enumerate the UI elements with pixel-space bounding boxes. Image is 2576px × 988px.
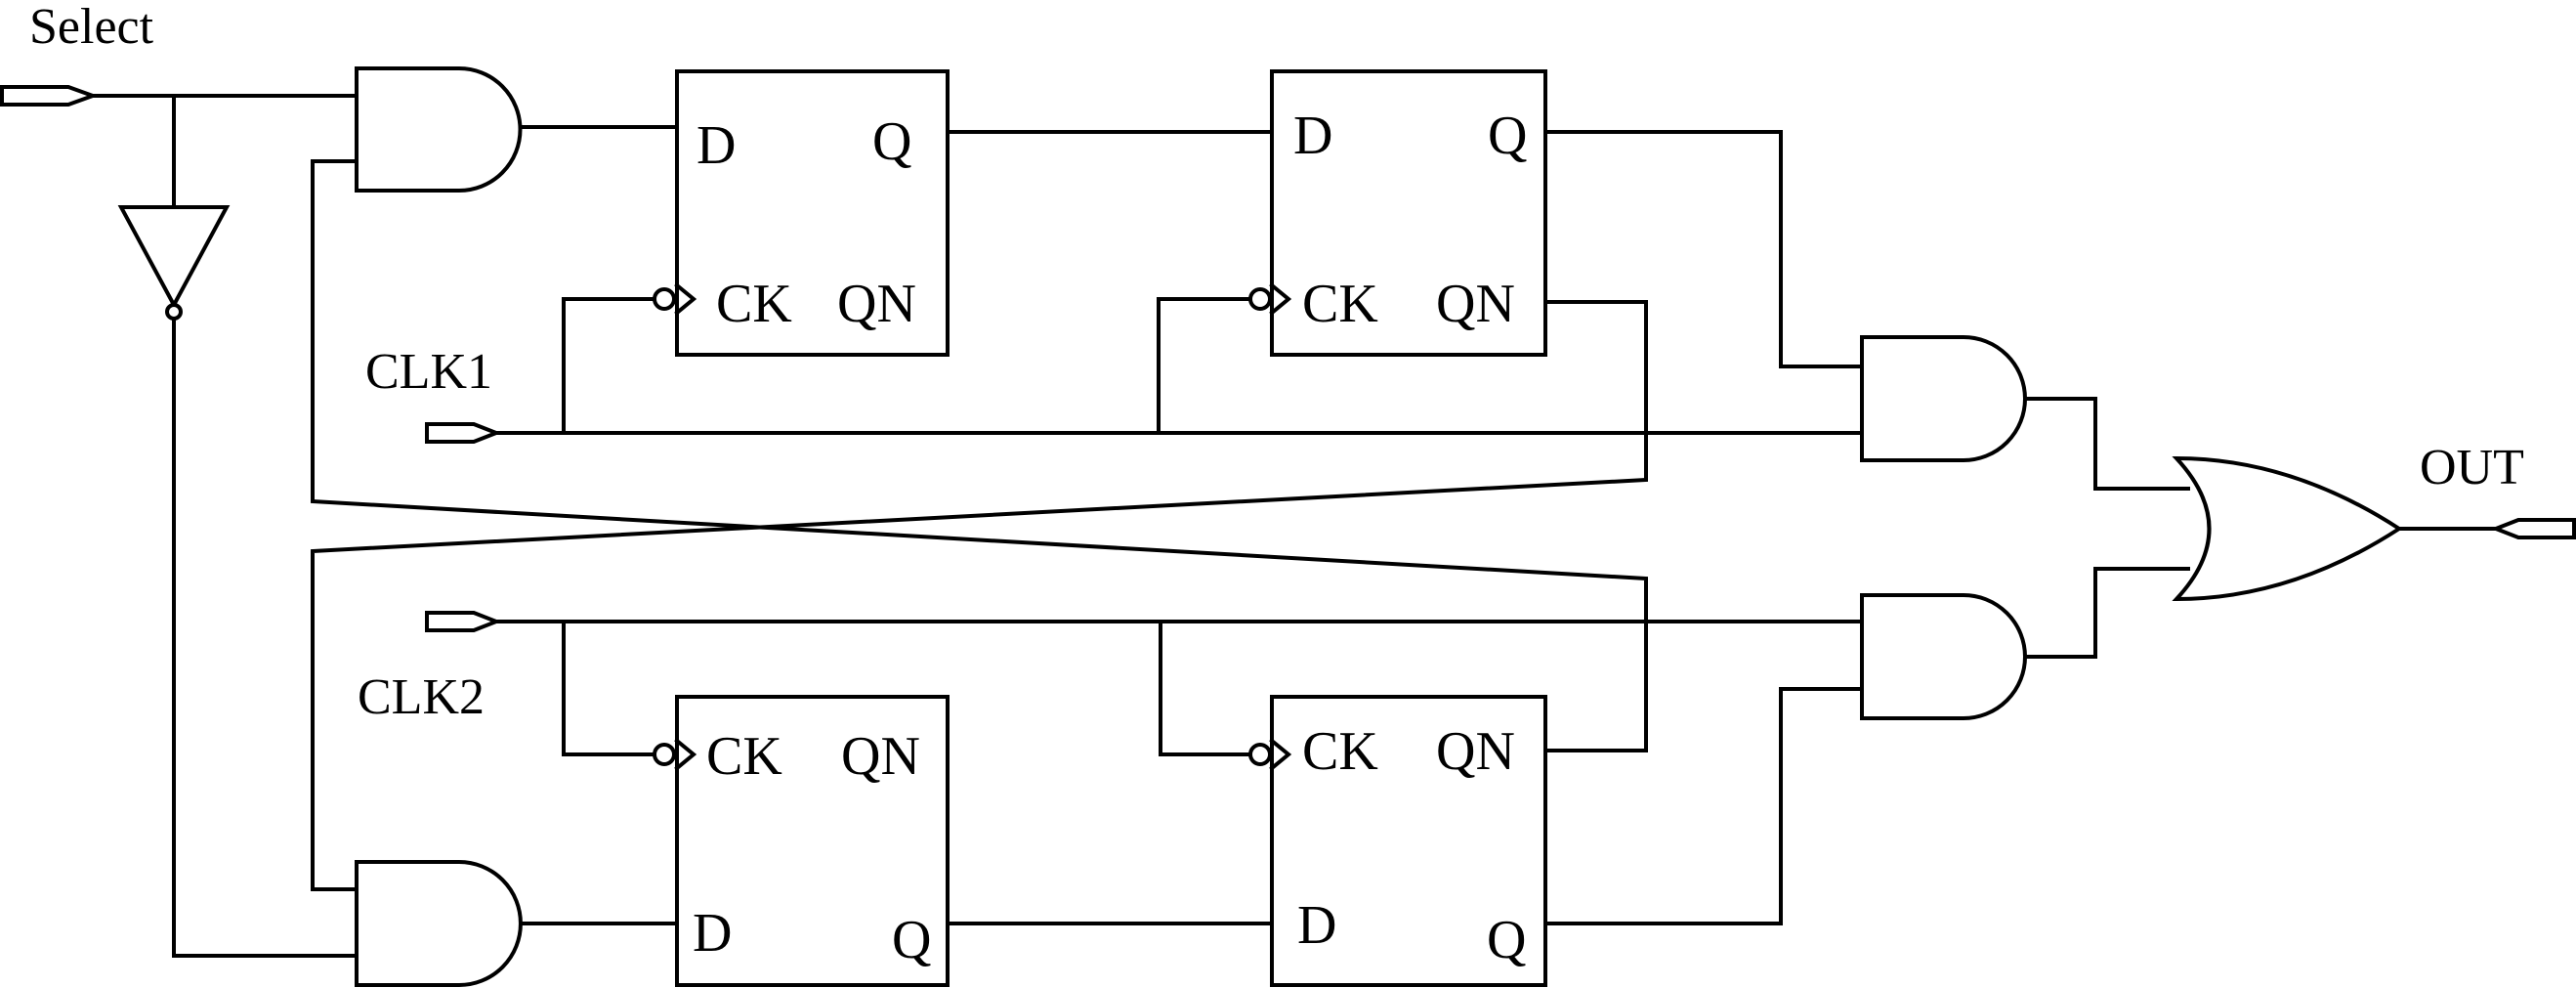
ff4-d-label: D <box>1297 895 1336 956</box>
and-gate-output-bottom <box>1860 593 2027 720</box>
or-gate-output <box>2172 455 2403 602</box>
ff4-ck-label: CK <box>1302 721 1378 782</box>
wire-ff2-qn-feedback <box>311 300 1648 891</box>
port-select-arrow <box>0 85 99 107</box>
wires <box>91 94 2503 958</box>
select-signal-label: Select <box>29 0 154 55</box>
wire-clk2-to-ff3-ck <box>562 620 656 756</box>
out-signal-label: OUT <box>2420 440 2524 495</box>
clk1-signal-label: CLK1 <box>365 344 492 400</box>
ff2-qn-label: QN <box>1436 274 1515 334</box>
and-gate-select-bottom <box>355 860 523 987</box>
wire-and4-to-or <box>2023 567 2190 659</box>
ff1-qn-label: QN <box>837 274 916 334</box>
wire-clk1-to-ff1-ck <box>562 297 656 435</box>
wire-select-inverted <box>172 316 359 958</box>
flipflop-4: CK QN D Q <box>1248 695 1547 987</box>
port-clk1-arrow <box>425 422 502 444</box>
ff1-ck-label: CK <box>716 274 792 334</box>
clk2-signal-label: CLK2 <box>358 669 485 725</box>
port-out-arrow <box>2490 518 2576 539</box>
ff2-ck-label: CK <box>1302 274 1378 334</box>
wire-ff4-q-to-and4 <box>1543 687 1864 925</box>
ff3-d-label: D <box>693 903 732 964</box>
wire-and3-to-or <box>2023 397 2190 491</box>
wire-ff2-q-to-and3 <box>1543 130 1864 368</box>
flipflop-2: D Q CK QN <box>1248 69 1547 357</box>
port-clk2-arrow <box>425 611 502 632</box>
ff1-q-label: Q <box>872 111 911 172</box>
flipflop-3: CK QN D Q <box>653 695 950 987</box>
ff1-d-label: D <box>697 115 736 176</box>
ff3-qn-label: QN <box>841 726 920 787</box>
ff2-d-label: D <box>1293 106 1332 166</box>
ff4-qn-label: QN <box>1436 721 1515 782</box>
wire-clk1-to-ff2-ck <box>1157 297 1252 435</box>
and-gate-select-top <box>355 66 523 193</box>
wire-clk2-to-ff4-ck <box>1159 620 1252 756</box>
inverter-gate <box>117 205 231 321</box>
flipflop-1: D Q CK QN <box>653 69 950 357</box>
ff3-ck-label: CK <box>706 726 782 787</box>
ff4-q-label: Q <box>1487 910 1526 970</box>
and-gate-output-top <box>1860 335 2027 462</box>
wire-ff4-qn-feedback <box>311 159 1648 752</box>
ff2-q-label: Q <box>1488 106 1527 166</box>
ff3-q-label: Q <box>892 910 931 970</box>
